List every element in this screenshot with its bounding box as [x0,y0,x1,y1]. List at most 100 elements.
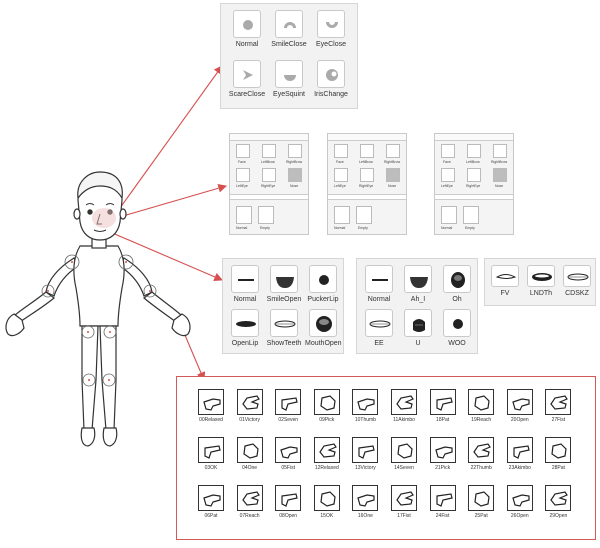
eye-option-eye-squint[interactable]: EyeSquint [269,60,309,98]
hand-icon [506,485,533,511]
mouth-option-fv[interactable]: FV [487,265,523,297]
hand-gesture-option[interactable]: 00Relaxed [193,389,229,423]
hand-gesture-option[interactable]: 25Pat [463,485,499,519]
hand-gesture-option[interactable]: 11Akimbo [386,389,422,423]
normal-slot[interactable] [236,206,252,224]
hand-icon [236,437,263,463]
empty-slot[interactable] [258,206,274,224]
mouth-option-ee[interactable]: EE [361,309,397,347]
hand-gesture-option[interactable]: 22Thumb [463,437,499,471]
normal-slot[interactable] [334,206,350,224]
hand-gesture-option[interactable]: 03OK [193,437,229,471]
hand-gesture-option[interactable]: 02Seven [270,389,306,423]
right-brow-slot[interactable] [386,144,400,158]
hand-gesture-option[interactable]: 23Akimbo [502,437,538,471]
mouth-option-oh[interactable]: Oh [439,265,475,303]
eye-option-normal[interactable]: Normal [227,10,267,48]
mouth-option-normal[interactable]: Normal [361,265,397,303]
mouth-option-cdskz[interactable]: CDSKZ [559,265,595,297]
eye-option-eye-close[interactable]: EyeClose [311,10,351,48]
slot-label: Face [336,160,344,164]
hand-gesture-option[interactable]: 15OK [309,485,345,519]
hand-icon [236,389,263,415]
hand-gesture-option[interactable]: 06Pat [193,485,229,519]
mouth-option-pucker-lip[interactable]: PuckerLip [305,265,341,303]
joint-left-hip [81,325,95,339]
eye-option-iris-change[interactable]: IrisChange [311,60,351,98]
hand-gesture-option[interactable]: 29Open [540,485,576,519]
hand-icon [313,437,340,463]
slot-label: RightBrow [286,160,303,164]
mouth-option-ah-i[interactable]: Ah_I [400,265,436,303]
right-eye-slot[interactable] [262,168,276,182]
left-brow-slot[interactable] [262,144,276,158]
mouth-option-label: CDSKZ [565,290,589,297]
nose-slot[interactable] [386,168,400,182]
hand-gesture-option[interactable]: 08Open [270,485,306,519]
slot-label: Nose [290,184,299,188]
nose-slot[interactable] [288,168,302,182]
mouth-option-normal[interactable]: Normal [227,265,263,303]
hand-gesture-option[interactable]: 26Open [502,485,538,519]
hand-gesture-option[interactable]: 17Fist [386,485,422,519]
right-brow-slot[interactable] [493,144,507,158]
right-ear [119,208,127,220]
hand-gesture-option[interactable]: 24Fist [425,485,461,519]
eye-expressions-panel: Normal SmileClose EyeClose ScareClose Ey… [220,3,358,109]
face-slot[interactable] [334,144,348,158]
right-eye-slot[interactable] [360,168,374,182]
mouth-option-u[interactable]: U [400,309,436,347]
empty-slot[interactable] [463,206,479,224]
hand-gesture-option[interactable]: 04One [232,437,268,471]
mouth-ee-icon [365,309,393,337]
mouth-option-show-teeth[interactable]: ShowTeeth [266,309,302,347]
hand-gesture-option[interactable]: 10Thumb [347,389,383,423]
mouth-option-mouth-open[interactable]: MouthOpen [305,309,342,347]
hand-gesture-option[interactable]: 28Pat [540,437,576,471]
joint-dot [47,290,49,292]
mouth-option-smile-open[interactable]: SmileOpen [266,265,302,303]
eye-option-smile-close[interactable]: SmileClose [269,10,309,48]
mouth-option-open-lip[interactable]: OpenLip [227,309,263,347]
hand-gesture-option[interactable]: 20Open [502,389,538,423]
slot-label: RightEye [261,184,276,188]
nose-slot[interactable] [493,168,507,182]
hand-gesture-option[interactable]: 21Pick [425,437,461,471]
normal-slot[interactable] [441,206,457,224]
joint-dot [109,331,111,333]
hand-gesture-option[interactable]: 07Reach [232,485,268,519]
joint-right-elbow [143,284,157,298]
right-brow-slot[interactable] [288,144,302,158]
right-eye-slot[interactable] [467,168,481,182]
hand-gesture-label: 17Fist [397,513,411,519]
slot-label: LeftBrow [261,160,275,164]
hand-gesture-option[interactable]: 09Pick [309,389,345,423]
left-eye-slot[interactable] [441,168,455,182]
mouth-option-label: EE [374,340,384,347]
face-slot[interactable] [441,144,455,158]
face-slot[interactable] [236,144,250,158]
left-brow-slot[interactable] [467,144,481,158]
left-brow-slot[interactable] [360,144,374,158]
hand-gesture-option[interactable]: 18Pat [425,389,461,423]
hand-icon [545,389,572,415]
mouth-option-woo[interactable]: WOO [439,309,475,347]
hand-gesture-option[interactable]: 05Fist [270,437,306,471]
joint-dot [149,290,151,292]
hand-gesture-option[interactable]: 01Victory [232,389,268,423]
hand-gesture-option[interactable]: 16One [347,485,383,519]
left-eye-slot[interactable] [334,168,348,182]
hand-gesture-option[interactable]: 12Relaxed [309,437,345,471]
hand-gesture-option[interactable]: 27Fist [540,389,576,423]
hand-gesture-option[interactable]: 19Reach [463,389,499,423]
hand-gesture-option[interactable]: 13Victory [347,437,383,471]
hand-gesture-option[interactable]: 14Seven [386,437,422,471]
joint-left-shoulder [64,254,80,270]
joint-dot [88,379,90,381]
mouth-smile-open-icon [270,265,298,293]
left-eye-slot[interactable] [236,168,250,182]
eye-option-scare-close[interactable]: ScareClose [227,60,267,98]
mouth-option-lndth[interactable]: LNDTh [523,265,559,297]
empty-slot[interactable] [356,206,372,224]
